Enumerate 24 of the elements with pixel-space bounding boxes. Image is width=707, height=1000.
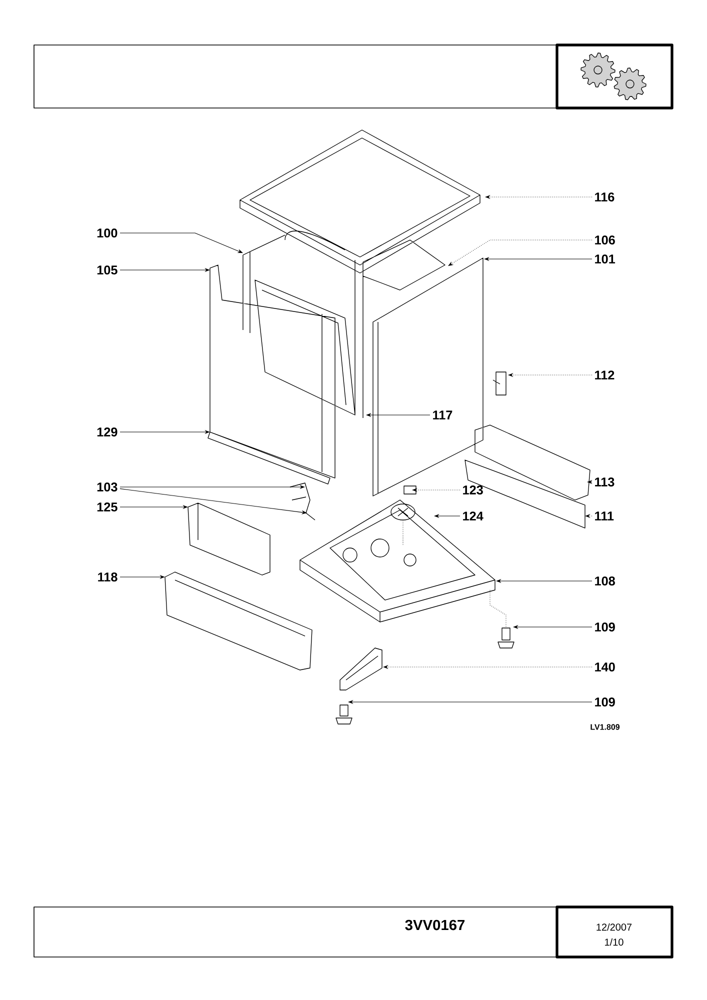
callout-number: 109: [595, 622, 615, 632]
leader-line: [448, 240, 592, 266]
callout-number: 140: [595, 662, 615, 672]
callout-number: 116: [595, 192, 614, 202]
document-number: 3VV0167: [405, 920, 464, 930]
callout-number: 103: [97, 482, 118, 492]
page-number: 1/10: [605, 938, 624, 946]
callout-number: 113: [595, 478, 614, 486]
callout-number: 125: [97, 502, 118, 512]
callout-number: 118: [98, 572, 118, 582]
callout-number: 117: [433, 410, 452, 420]
date-text: 12/2007: [596, 923, 632, 931]
callout-number: 106: [595, 236, 615, 244]
callout-number: 112: [595, 370, 614, 380]
callout-number: 105: [97, 266, 118, 274]
callout-number: 111: [595, 512, 614, 520]
drawing-code: LV1.809: [590, 724, 620, 730]
callout-number: 109: [595, 698, 615, 706]
callout-number: 124: [463, 512, 484, 520]
callout-number: 129: [97, 428, 118, 436]
callout-number: 101: [595, 254, 616, 264]
callout-number: 100: [97, 228, 118, 238]
callout-number: 108: [595, 576, 615, 586]
callout-number: 123: [463, 486, 483, 494]
